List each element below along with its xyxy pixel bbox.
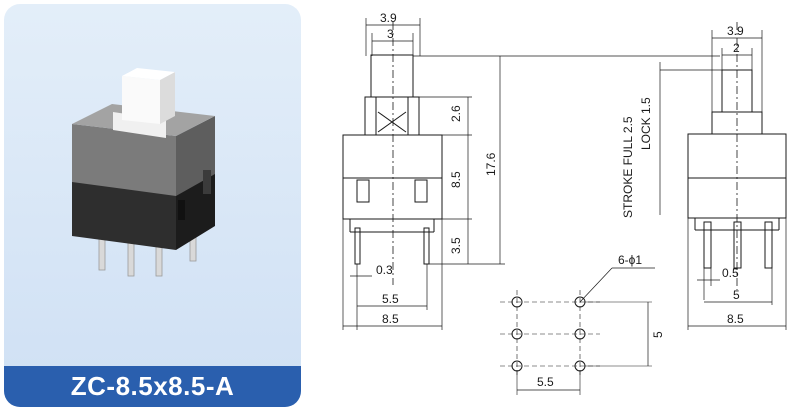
footprint-col-pitch: 5.5 — [537, 375, 554, 389]
dim-front-body-width: 8.5 — [382, 312, 399, 326]
dim-front-pin-height: 3.5 — [449, 237, 463, 254]
dim-front-pin-thickness: 0.3 — [376, 263, 393, 277]
dim-side-cap-outer: 3.9 — [727, 24, 744, 38]
footprint-hole-label: 6-ϕ1 — [618, 253, 642, 267]
dim-side-body-width: 8.5 — [727, 312, 744, 326]
model-banner: ZC-8.5x8.5-A — [4, 366, 301, 407]
dim-front-body-height: 8.5 — [449, 171, 463, 188]
dim-side-cap-inner: 2 — [733, 41, 740, 55]
front-view-outline — [342, 54, 443, 265]
stroke-full-label: STROKE FULL 2.5 — [621, 116, 635, 218]
dim-front-cap-inner: 3 — [387, 27, 394, 41]
dim-front-total-height: 17.6 — [484, 152, 498, 176]
footprint-row-pitch: 5 — [651, 331, 665, 338]
stroke-lock-label: LOCK 1.5 — [639, 97, 653, 150]
dim-front-cap-height: 2.6 — [449, 105, 463, 122]
dim-front-cap-outer: 3.9 — [380, 11, 397, 25]
dim-side-pin-spacing: 5 — [733, 288, 740, 302]
product-photo-panel: ZC-8.5x8.5-A — [0, 0, 305, 411]
technical-drawing: 3.9 3 2.6 8.5 3.5 17.6 0.3 5.5 8.5 3.9 2… — [342, 11, 787, 395]
dim-side-pin-thickness: 0.5 — [722, 266, 739, 280]
dim-front-pin-spacing: 5.5 — [382, 292, 399, 306]
switch-product-image — [72, 68, 215, 277]
